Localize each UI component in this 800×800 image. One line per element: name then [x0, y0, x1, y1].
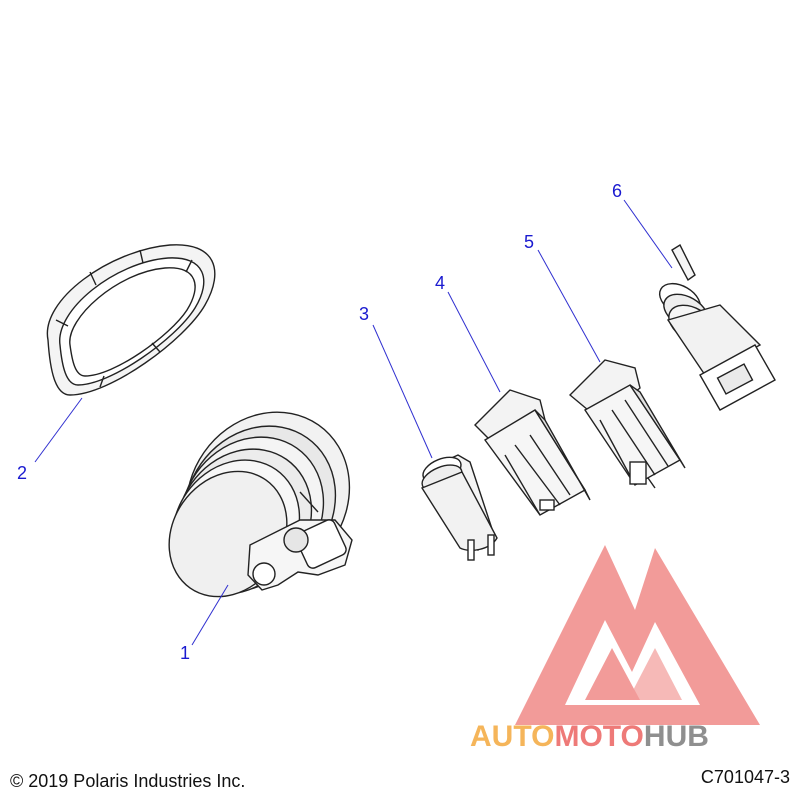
part-6-sensor: [659, 243, 776, 411]
leader-line-4: [447, 291, 501, 393]
leader-line-5: [537, 249, 601, 363]
part-1-pump-cap: [168, 411, 353, 598]
part-4-switch: [474, 389, 591, 516]
leader-line-1: [191, 584, 229, 646]
leader-line-3: [372, 324, 433, 459]
part-2-retaining-ring: [46, 244, 216, 396]
callout-5: 5: [524, 232, 535, 252]
watermark-moto: MOTO: [554, 720, 644, 753]
figure-id: C701047-3: [700, 767, 790, 787]
watermark-hub: HUB: [643, 720, 709, 753]
watermark-logo-icon: [515, 545, 760, 725]
callout-6: 6: [612, 181, 623, 201]
callout-2: 2: [17, 463, 28, 483]
leader-line-2: [34, 397, 83, 463]
callout-3: 3: [359, 304, 370, 324]
copyright-text: © 2019 Polaris Industries Inc.: [10, 771, 246, 791]
callout-4: 4: [435, 273, 446, 293]
leader-line-6: [623, 199, 673, 269]
callout-1: 1: [180, 643, 191, 663]
part-5-switch: [568, 359, 686, 489]
part-3-relay: [420, 454, 498, 561]
leader-lines: [34, 199, 673, 646]
watermark-auto: AUTO: [470, 720, 555, 753]
watermark-brand: AUTOMOTOHUB: [470, 722, 709, 752]
